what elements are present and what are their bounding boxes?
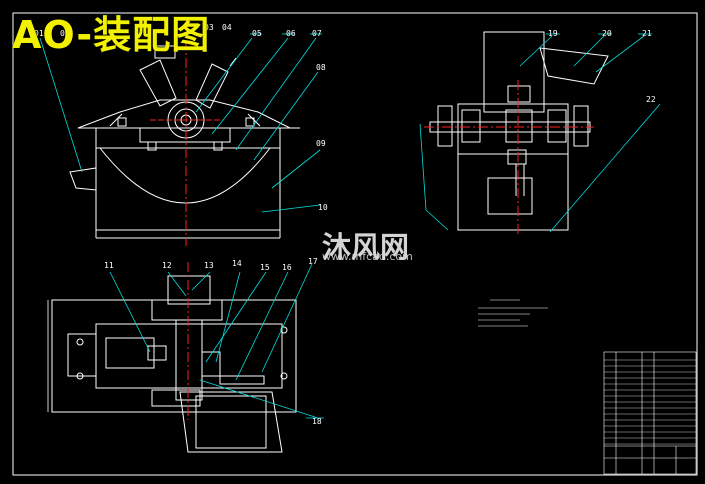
- watermark-brand: 沐风网: [322, 230, 410, 264]
- part-label-02: 02: [60, 29, 70, 38]
- drawing-title: AO-装配图: [12, 13, 211, 57]
- part-labels: 01 02 03 04 05 06 07 08 09 10 11 12 13 14 15 16 17 18 19 20…: [34, 23, 656, 426]
- part-label-08: 08: [316, 63, 326, 72]
- part-label-18: 18: [312, 417, 322, 426]
- part-label-09: 09: [316, 139, 326, 148]
- plan-view: [51, 275, 297, 453]
- part-label-20: 20: [602, 29, 612, 38]
- part-label-13: 13: [204, 261, 214, 270]
- part-label-22: 22: [646, 95, 656, 104]
- part-label-07: 07: [312, 29, 322, 38]
- sheet-border: [12, 12, 698, 476]
- part-label-10: 10: [318, 203, 328, 212]
- part-label-16: 16: [282, 263, 292, 272]
- part-label-17: 17: [308, 257, 318, 266]
- side-view: [429, 31, 609, 231]
- watermark-url: www.mfcad.com: [322, 250, 413, 263]
- part-label-11: 11: [104, 261, 114, 270]
- part-label-04: 04: [222, 23, 232, 32]
- parts-list-rows: [604, 359, 696, 445]
- leaders-front: [39, 33, 322, 213]
- leaders-side: [419, 33, 661, 233]
- part-label-14: 14: [232, 259, 242, 268]
- part-label-06: 06: [286, 29, 296, 38]
- part-label-15: 15: [260, 263, 270, 272]
- part-label-03: 03: [204, 23, 214, 32]
- part-label-12: 12: [162, 261, 172, 270]
- leaders-plan: [109, 263, 324, 419]
- part-label-21: 21: [642, 29, 652, 38]
- technical-notes: [478, 299, 548, 327]
- title-block: [603, 351, 697, 475]
- part-label-01: 01: [34, 29, 44, 38]
- part-label-05: 05: [252, 29, 262, 38]
- part-label-19: 19: [548, 29, 558, 38]
- front-view: [69, 45, 300, 239]
